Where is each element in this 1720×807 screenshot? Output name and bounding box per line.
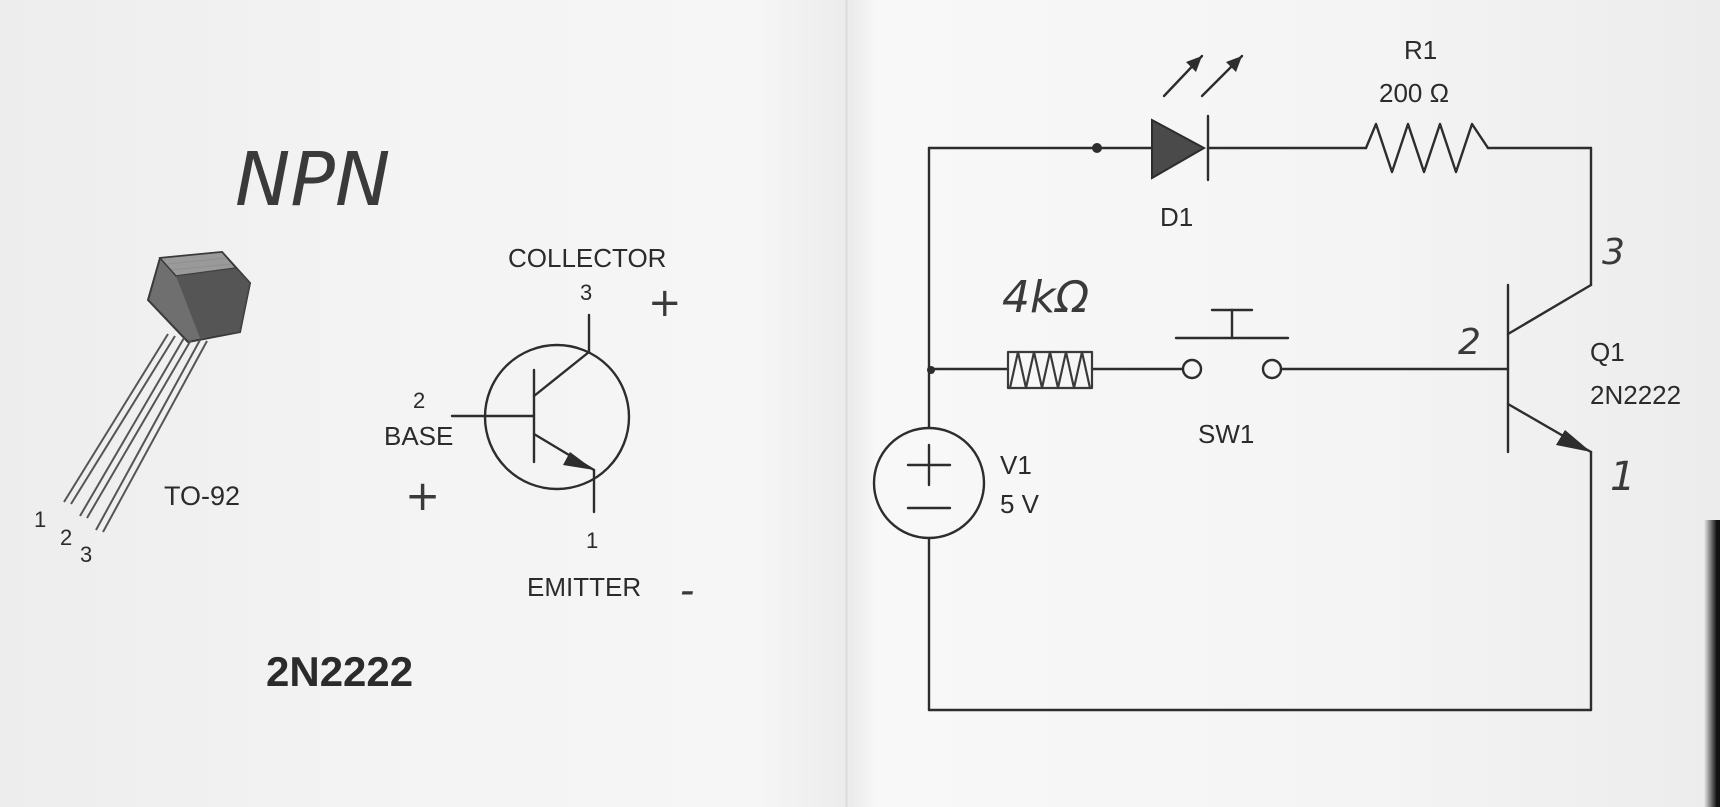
npn-handwritten-title: NPN: [235, 137, 390, 223]
transistor-ref: Q1: [1590, 337, 1625, 367]
pin-number-3: 3: [80, 542, 92, 567]
led-ref: D1: [1160, 202, 1193, 232]
part-number: 2N2222: [266, 648, 413, 695]
npn-symbol: [450, 313, 631, 514]
junction-dot-top: [1092, 143, 1102, 153]
transistor-q1-symbol: [1506, 283, 1593, 454]
handwritten-collector-pin: 3: [1602, 232, 1625, 273]
paper-fold: [845, 0, 848, 807]
package-label: TO-92: [164, 481, 240, 511]
resistor-ref: R1: [1404, 35, 1437, 65]
switch-ref: SW1: [1198, 419, 1254, 449]
page-edge-shadow: [1704, 520, 1720, 807]
to92-package-drawing: [63, 250, 252, 533]
resistor-r1-symbol: [1364, 122, 1490, 174]
base-plus-mark: +: [405, 471, 440, 520]
emitter-pin: 1: [586, 528, 598, 553]
collector-plus-mark: +: [648, 280, 682, 326]
collector-pin: 3: [580, 280, 592, 305]
collector-label: COLLECTOR: [508, 243, 666, 273]
handwritten-base-resistor: [1006, 350, 1094, 390]
base-pin: 2: [413, 388, 425, 413]
source-ref: V1: [1000, 450, 1032, 480]
emitter-label: EMITTER: [527, 572, 641, 602]
resistor-value: 200 Ω: [1379, 78, 1449, 108]
pin-number-2: 2: [60, 525, 72, 550]
handwritten-resistor-value: 4kΩ: [1002, 272, 1089, 323]
circuit-wires: [927, 146, 1593, 712]
source-value: 5 V: [1000, 489, 1040, 519]
base-label: BASE: [384, 421, 453, 451]
switch-sw1-symbol: [1174, 308, 1290, 380]
voltage-source-v1-symbol: [872, 426, 986, 540]
transistor-part: 2N2222: [1590, 380, 1681, 410]
pin-number-1: 1: [34, 507, 46, 532]
emitter-minus-mark: -: [680, 568, 694, 614]
junction-dot-left: [927, 366, 935, 374]
handwritten-base-pin: 2: [1458, 322, 1481, 363]
handwritten-emitter-pin: 1: [1610, 454, 1635, 500]
led-d1-symbol: [1151, 54, 1244, 182]
